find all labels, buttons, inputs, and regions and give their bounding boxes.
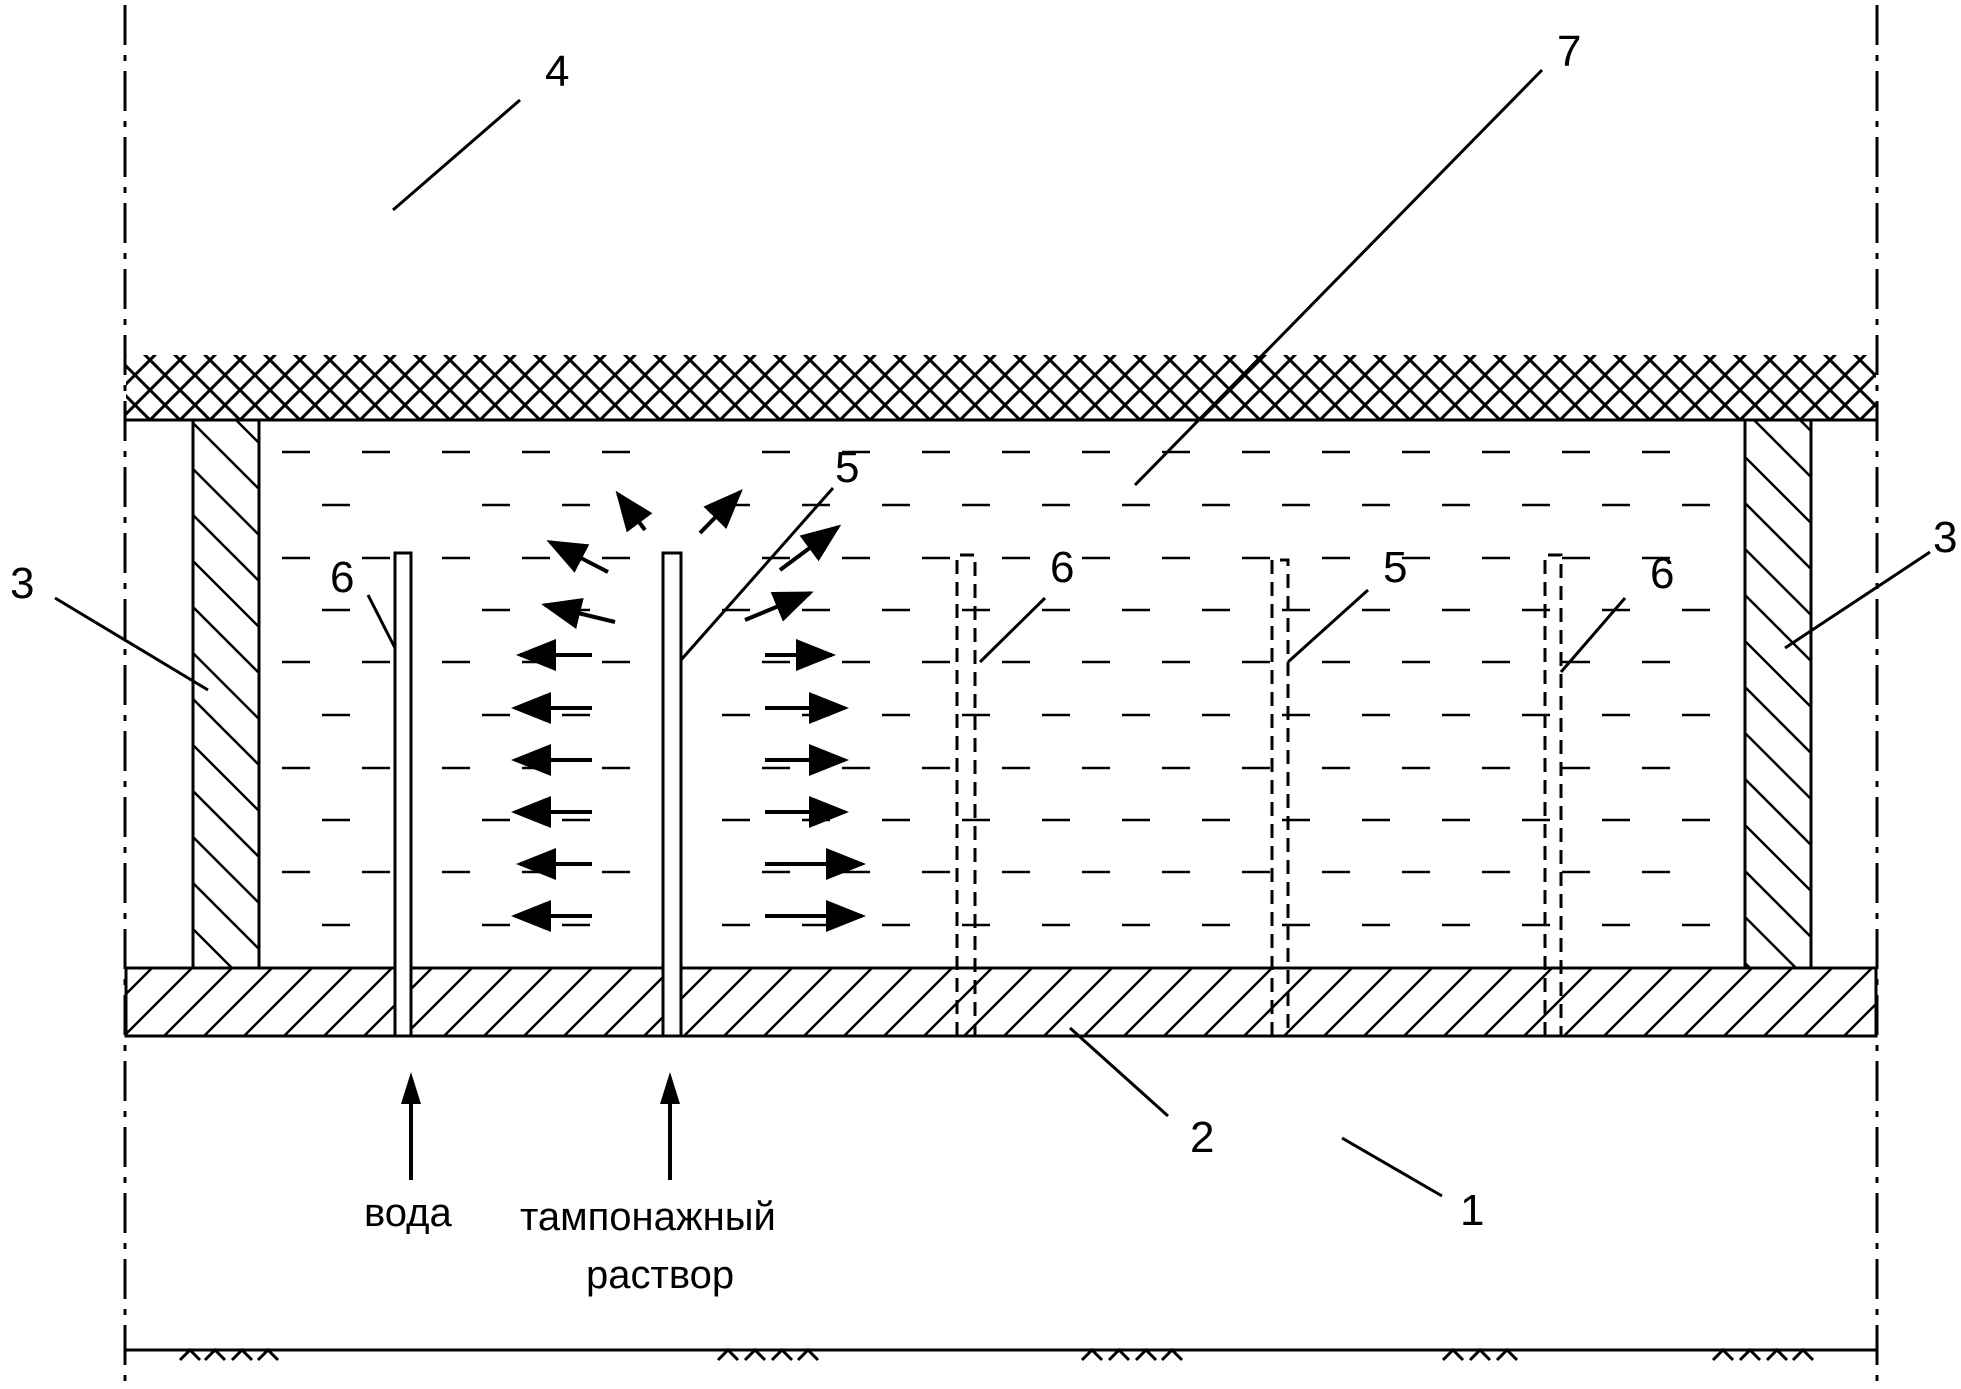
ground-surface	[126, 1350, 1877, 1360]
label-5-center: 5	[835, 443, 859, 492]
leader-3-left	[55, 598, 208, 690]
barrier-walls	[193, 420, 1811, 968]
right-wall	[1745, 420, 1811, 968]
label-3-left: 3	[10, 559, 34, 608]
label-1: 1	[1460, 1186, 1484, 1235]
left-wall	[193, 420, 259, 968]
label-6-right: 6	[1650, 549, 1674, 598]
label-4: 4	[545, 47, 569, 96]
water-well	[395, 553, 411, 1036]
aquitard-layer	[126, 968, 1876, 1036]
caption-grout-line1: тампонажный	[520, 1195, 776, 1239]
label-7: 7	[1557, 27, 1581, 76]
leader-6-left	[368, 595, 395, 648]
label-2: 2	[1190, 1113, 1214, 1162]
label-6-mid: 6	[1050, 543, 1074, 592]
leader-2	[1070, 1028, 1168, 1116]
label-3-right: 3	[1933, 513, 1957, 562]
injection-arrows	[401, 1072, 680, 1180]
boundary-lines	[125, 5, 1877, 1385]
wells	[395, 553, 681, 1036]
leader-4	[393, 100, 520, 210]
label-5-right: 5	[1383, 543, 1407, 592]
planned-wells	[957, 555, 1561, 1036]
caption-grout-line2: раствор	[586, 1253, 734, 1297]
label-6-left: 6	[330, 553, 354, 602]
grout-well	[663, 553, 681, 1036]
aquifer-dashes	[282, 452, 1710, 925]
leader-5-center	[681, 488, 833, 660]
leader-7	[1135, 70, 1542, 485]
caption-water: вода	[364, 1191, 453, 1235]
leader-6-mid	[980, 598, 1045, 662]
leader-1	[1342, 1138, 1442, 1196]
leader-6-right	[1561, 598, 1625, 672]
overburden-layer	[126, 355, 1877, 420]
leader-5-right	[1288, 590, 1368, 662]
spread-arrows	[515, 492, 862, 916]
